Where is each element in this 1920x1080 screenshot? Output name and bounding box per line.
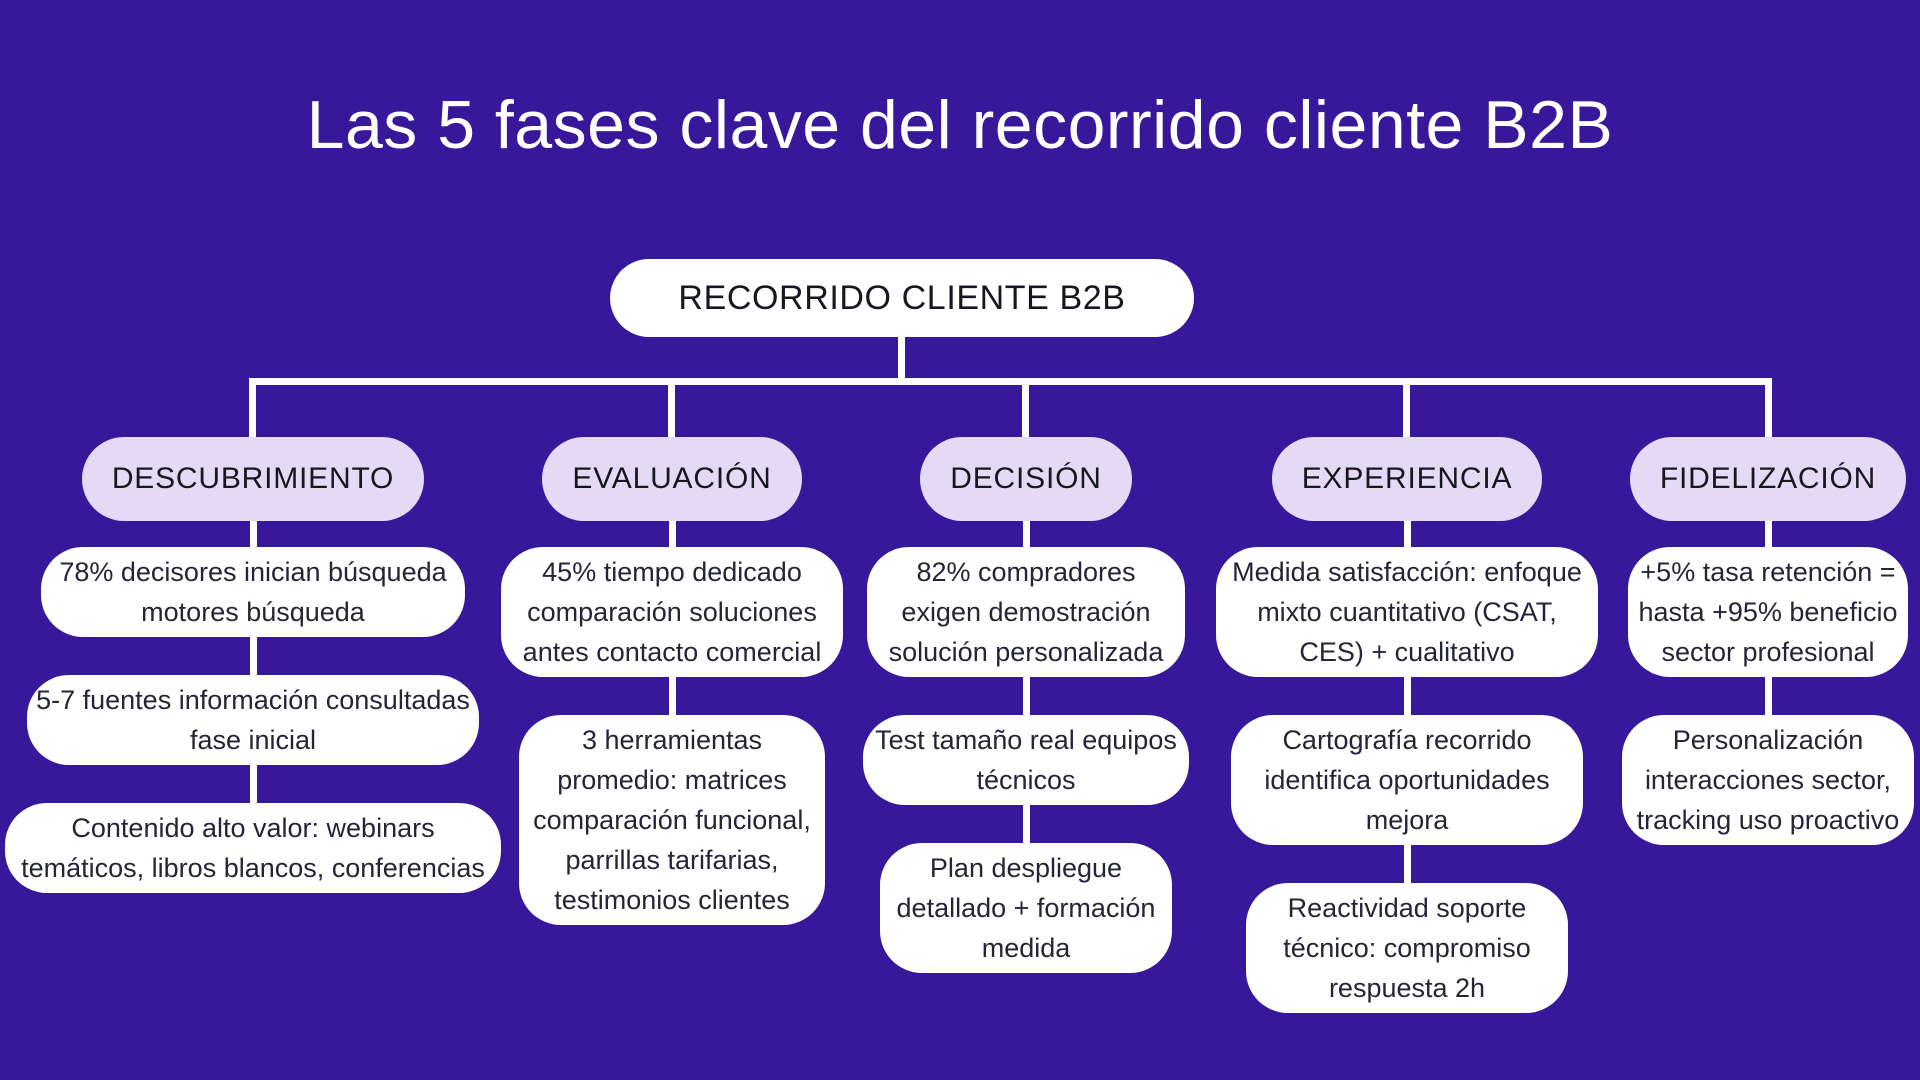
node-experiencia-3: Reactividad soporte técnico: compromiso … xyxy=(1246,883,1568,1013)
connector-segment xyxy=(1403,845,1411,883)
node-decision-1: 82% compradores exigen demostración solu… xyxy=(867,547,1185,677)
phase-pill-evaluacion: EVALUACIÓN xyxy=(542,437,802,521)
connector-segment xyxy=(1764,521,1772,547)
node-experiencia-1: Medida satisfacción: enfoque mixto cuant… xyxy=(1216,547,1598,677)
node-descubrimiento-1: 78% decisores inician búsqueda motores b… xyxy=(41,547,465,637)
node-fidelizacion-2: Personalización interacciones sector, tr… xyxy=(1622,715,1914,845)
connector-segment xyxy=(1764,677,1772,715)
connector-segment xyxy=(1403,521,1411,547)
column-evaluacion: EVALUACIÓN 45% tiempo dedicado comparaci… xyxy=(501,437,843,925)
connector-segment xyxy=(1022,677,1030,715)
connector-segment xyxy=(249,637,257,675)
phase-pill-decision: DECISIÓN xyxy=(920,437,1132,521)
connector-stub-fidelizacion xyxy=(1765,380,1772,442)
node-descubrimiento-3: Contenido alto valor: webinars temáticos… xyxy=(5,803,501,893)
connector-horizontal-line xyxy=(249,378,1772,385)
node-evaluacion-2: 3 herramientas promedio: matrices compar… xyxy=(519,715,825,925)
connector-segment xyxy=(249,521,257,547)
connector-segment xyxy=(1022,805,1030,843)
root-node: RECORRIDO CLIENTE B2B xyxy=(610,259,1194,337)
phase-pill-descubrimiento: DESCUBRIMIENTO xyxy=(81,437,425,521)
connector-stub-evaluacion xyxy=(668,380,675,442)
column-fidelizacion: FIDELIZACIÓN +5% tasa retención = hasta … xyxy=(1622,437,1914,845)
phase-pill-experiencia: EXPERIENCIA xyxy=(1271,437,1543,521)
phase-pill-fidelizacion: FIDELIZACIÓN xyxy=(1629,437,1907,521)
node-fidelizacion-1: +5% tasa retención = hasta +95% benefici… xyxy=(1628,547,1908,677)
connector-stub-decision xyxy=(1022,380,1029,442)
connector-segment xyxy=(249,765,257,803)
connector-stub-descubrimiento xyxy=(249,380,256,442)
connector-segment xyxy=(668,677,676,715)
node-experiencia-2: Cartografía recorrido identifica oportun… xyxy=(1231,715,1583,845)
node-evaluacion-1: 45% tiempo dedicado comparación solucion… xyxy=(501,547,843,677)
connector-segment xyxy=(1022,521,1030,547)
column-experiencia: EXPERIENCIA Medida satisfacción: enfoque… xyxy=(1216,437,1598,1013)
connector-stub-experiencia xyxy=(1403,380,1410,442)
node-decision-3: Plan despliegue detallado + formación me… xyxy=(880,843,1172,973)
column-decision: DECISIÓN 82% compradores exigen demostra… xyxy=(863,437,1189,973)
connector-segment xyxy=(668,521,676,547)
connector-segment xyxy=(1403,677,1411,715)
page-title: Las 5 fases clave del recorrido cliente … xyxy=(306,87,1614,163)
connector-root-stub xyxy=(898,336,905,382)
column-descubrimiento: DESCUBRIMIENTO 78% decisores inician bús… xyxy=(5,437,501,893)
node-decision-2: Test tamaño real equipos técnicos xyxy=(863,715,1189,805)
node-descubrimiento-2: 5-7 fuentes información consultadas fase… xyxy=(27,675,479,765)
